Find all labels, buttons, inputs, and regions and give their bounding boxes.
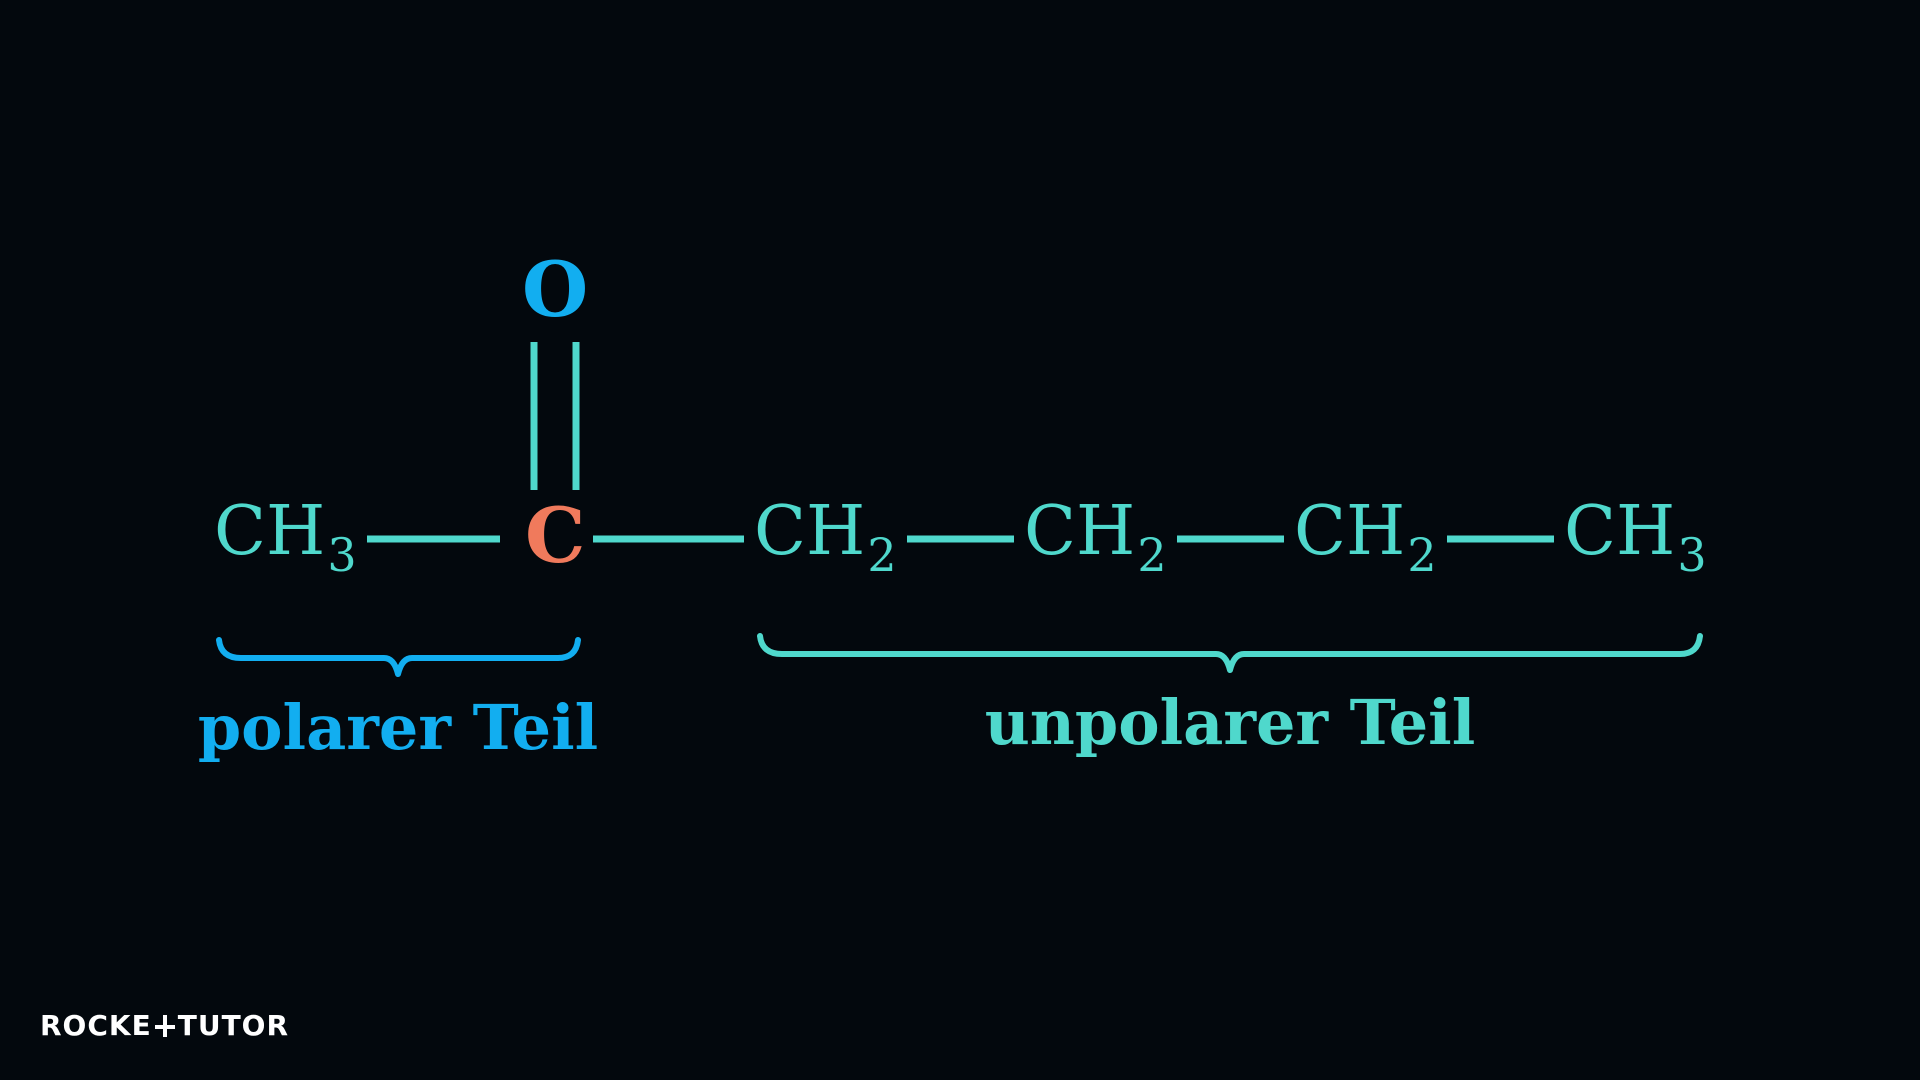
group-ch3-right: CH 3 [1564,492,1707,579]
logo-tail-r: R [266,1009,290,1042]
group-ch2-1: CH 2 [754,492,897,579]
logo-text-left: ROCKE [40,1009,152,1042]
logo-text-right: TUTO [177,1009,267,1042]
group-subscript: 2 [1137,528,1167,582]
group-ch3-left: CH 3 [214,492,357,579]
rocket-tutor-logo: ROCKE TUTO R [40,1012,291,1040]
oxygen-atom: O [522,252,588,328]
nonpolar-part-label: unpolarer Teil [984,686,1476,759]
group-subscript: 3 [327,528,357,582]
group-symbol: CH [1024,492,1136,571]
plus-icon [154,1012,176,1040]
group-subscript: 2 [867,528,897,582]
group-subscript: 3 [1677,528,1707,582]
group-symbol: CH [754,492,866,571]
carbonyl-carbon: C [525,498,586,574]
carbonyl-carbon-symbol: C [525,491,586,580]
oxygen-symbol: O [522,245,589,334]
group-subscript: 2 [1407,528,1437,582]
polar-part-label: polarer Teil [197,691,599,764]
nonpolar-brace [757,633,1703,673]
group-ch2-2: CH 2 [1024,492,1167,579]
polar-brace [216,637,581,677]
group-symbol: CH [214,492,326,571]
group-symbol: CH [1564,492,1676,571]
group-ch2-3: CH 2 [1294,492,1437,579]
group-symbol: CH [1294,492,1406,571]
